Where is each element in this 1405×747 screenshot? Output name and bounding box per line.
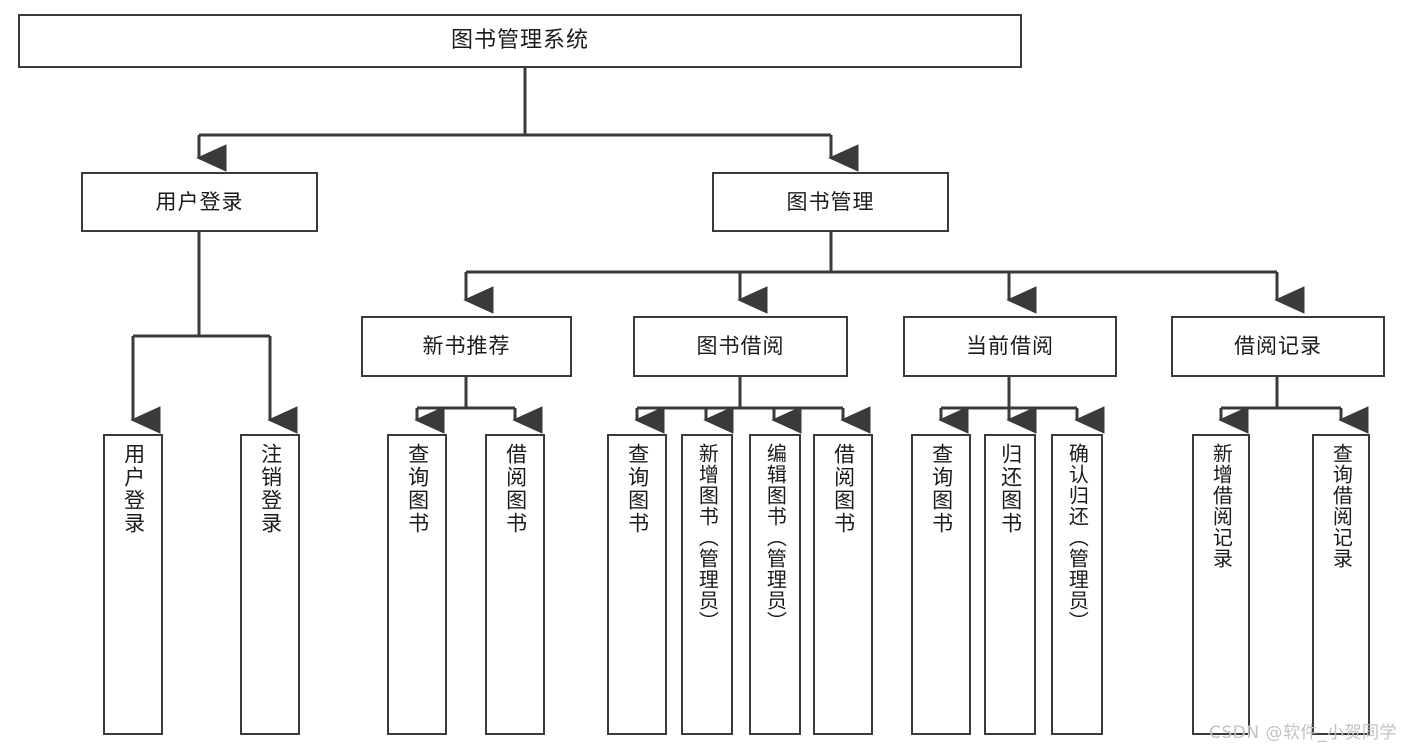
- node-label: 查询借阅记录: [1329, 443, 1354, 569]
- node-leaf-br-add-record[interactable]: 新增借阅记录: [1192, 434, 1250, 735]
- node-label: 注销登录: [258, 443, 283, 535]
- node-label: 当前借阅: [966, 334, 1054, 359]
- node-new-book-recommendation[interactable]: 新书推荐: [361, 316, 572, 377]
- node-label: 查询图书: [929, 443, 954, 535]
- node-root-book-management-system[interactable]: 图书管理系统: [18, 14, 1022, 68]
- node-borrowing-record[interactable]: 借阅记录: [1171, 316, 1385, 377]
- node-label: 用户登录: [155, 189, 244, 214]
- node-leaf-user-logout[interactable]: 注销登录: [240, 434, 300, 735]
- node-leaf-cb-return-books[interactable]: 归还图书: [984, 434, 1036, 735]
- node-leaf-cb-query-books[interactable]: 查询图书: [911, 434, 971, 735]
- node-label: 新书推荐: [422, 334, 511, 359]
- node-label: 查询图书: [405, 443, 430, 535]
- node-leaf-nbr-query-books[interactable]: 查询图书: [387, 434, 447, 735]
- node-leaf-bb-add-book-admin[interactable]: 新增图书（管理员）: [681, 434, 733, 735]
- node-current-borrowing[interactable]: 当前借阅: [903, 316, 1117, 377]
- node-label: 图书管理: [786, 189, 875, 214]
- node-label: 新增图书（管理员）: [695, 443, 720, 632]
- node-label: 新增借阅记录: [1209, 443, 1234, 569]
- node-leaf-bb-query-books[interactable]: 查询图书: [607, 434, 667, 735]
- node-label: 用户登录: [121, 443, 146, 535]
- node-label: 图书管理系统: [450, 28, 589, 54]
- node-label: 编辑图书（管理员）: [763, 443, 788, 632]
- node-book-management[interactable]: 图书管理: [712, 172, 949, 232]
- node-label: 借阅记录: [1234, 334, 1322, 359]
- node-label: 图书借阅: [696, 334, 785, 359]
- node-user-login[interactable]: 用户登录: [81, 172, 318, 232]
- node-leaf-user-login[interactable]: 用户登录: [103, 434, 163, 735]
- node-book-borrowing[interactable]: 图书借阅: [633, 316, 848, 377]
- node-label: 确认归还（管理员）: [1065, 443, 1090, 632]
- node-leaf-nbr-borrow-books[interactable]: 借阅图书: [485, 434, 545, 735]
- node-leaf-cb-confirm-return-admin[interactable]: 确认归还（管理员）: [1051, 434, 1103, 735]
- node-label: 归还图书: [998, 443, 1023, 535]
- watermark: CSDN @软件_小贺同学: [1209, 723, 1397, 743]
- node-leaf-bb-edit-book-admin[interactable]: 编辑图书（管理员）: [749, 434, 801, 735]
- node-label: 借阅图书: [503, 443, 528, 535]
- node-leaf-br-query-record[interactable]: 查询借阅记录: [1312, 434, 1370, 735]
- node-leaf-bb-borrow-books[interactable]: 借阅图书: [813, 434, 873, 735]
- node-label: 查询图书: [625, 443, 650, 535]
- node-label: 借阅图书: [831, 443, 856, 535]
